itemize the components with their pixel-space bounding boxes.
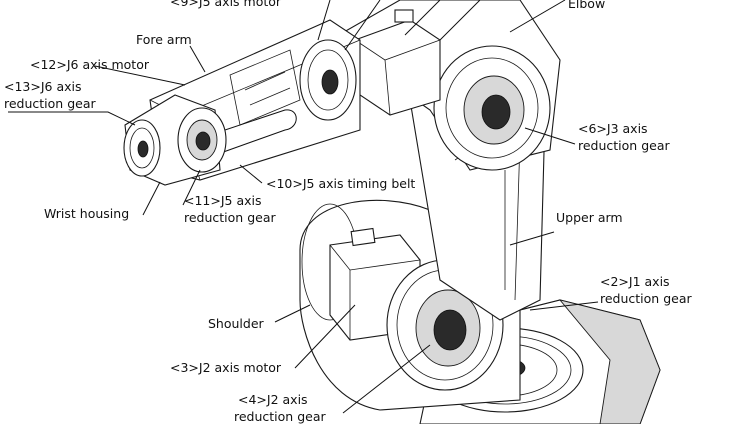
wrist-structure	[123, 94, 227, 186]
label-wrist-housing: Wrist housing	[44, 206, 129, 221]
elbow-structure	[328, 0, 561, 171]
label-j1-gear-line2: reduction gear	[600, 291, 692, 306]
label-j5-belt: <10>J5 axis timing belt	[266, 176, 415, 191]
label-j6-gear-line2: reduction gear	[4, 96, 96, 111]
label-j3-gear-line2: reduction gear	[578, 138, 670, 153]
label-j5-gear-line1: <11>J5 axis	[184, 193, 262, 208]
label-j2-motor: <3>J2 axis motor	[170, 360, 282, 375]
label-j6-gear-line1: <13>J6 axis	[4, 79, 82, 94]
label-j2-gear-line2: reduction gear	[234, 409, 326, 424]
label-elbow: Elbow	[568, 0, 605, 11]
callout-labels: <9>J5 axis motor Elbow Fore arm <12>J6 a…	[4, 0, 692, 424]
label-fore-arm: Fore arm	[136, 32, 192, 47]
label-j2-gear-line1: <4>J2 axis	[238, 392, 308, 407]
label-shoulder: Shoulder	[208, 316, 265, 331]
label-j5-gear-line2: reduction gear	[184, 210, 276, 225]
label-j3-gear-line1: <6>J3 axis	[578, 121, 648, 136]
label-j1-gear-line1: <2>J1 axis	[600, 274, 670, 289]
label-j5-motor: <9>J5 axis motor	[170, 0, 282, 9]
leader-lines	[8, 0, 599, 414]
label-upper-arm: Upper arm	[556, 210, 623, 225]
label-j6-motor: <12>J6 axis motor	[30, 57, 150, 72]
